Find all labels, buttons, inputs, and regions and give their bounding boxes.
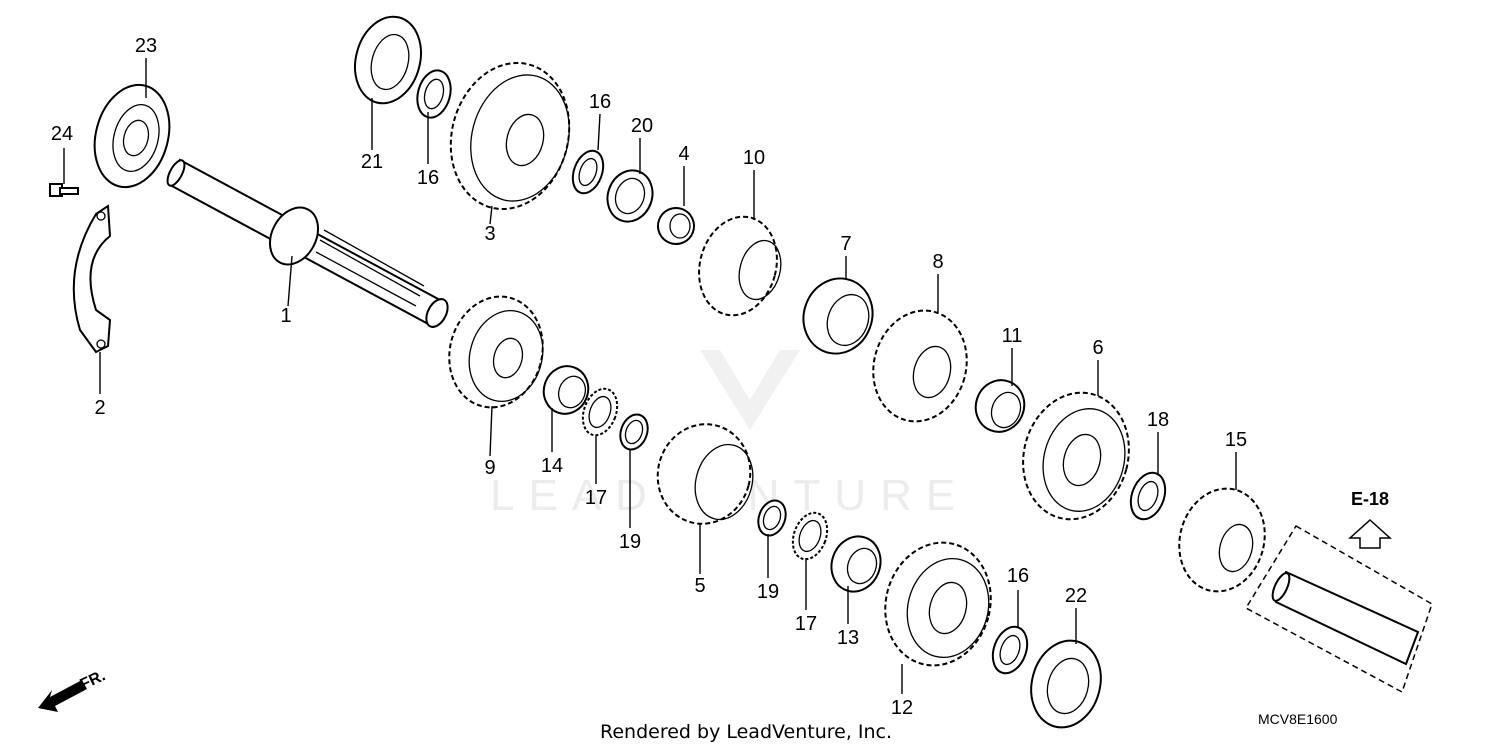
part-10-gear — [698, 215, 782, 317]
part-20-needle-bearing — [606, 169, 654, 223]
part-8-gear — [872, 309, 968, 423]
callout-16-middle: 16 — [589, 91, 611, 113]
part-18-washer — [1129, 471, 1167, 521]
callout-19-upper: 19 — [619, 531, 641, 553]
callout-5: 5 — [694, 575, 705, 597]
part-24-bolt — [49, 183, 79, 197]
callout-18: 18 — [1147, 409, 1169, 431]
callout-labels: 23 24 2 1 21 16 3 16 20 4 10 7 8 11 6 18… — [51, 35, 1247, 719]
part-15-gear — [1178, 487, 1266, 593]
credit-text: Rendered by LeadVenture, Inc. — [600, 721, 892, 743]
callout-12: 12 — [891, 697, 913, 719]
part-1-mainshaft — [166, 158, 449, 328]
callout-24: 24 — [51, 123, 73, 145]
part-3-gear — [449, 61, 571, 211]
part-13-bushing — [830, 535, 882, 593]
callout-20: 20 — [631, 115, 653, 137]
part-14-bushing — [542, 365, 590, 415]
diagram-code: MCV8E1600 — [1258, 711, 1338, 727]
callout-1: 1 — [280, 305, 291, 327]
part-21-bearing — [354, 15, 422, 105]
part-16-washer-upper — [416, 69, 452, 119]
front-direction-arrow — [38, 680, 87, 712]
callout-10: 10 — [743, 147, 765, 169]
part-7-needle-bearing — [802, 277, 874, 355]
part-19-circlip-lower — [757, 499, 787, 537]
callout-17-upper: 17 — [585, 487, 607, 509]
part-11-bushing — [974, 379, 1026, 433]
reference-shaft-box — [1244, 524, 1433, 694]
callout-6: 6 — [1092, 337, 1103, 359]
callout-17-lower: 17 — [795, 613, 817, 635]
part-9-gear — [448, 295, 544, 409]
part-19-circlip-upper — [619, 413, 649, 451]
callout-13: 13 — [837, 627, 859, 649]
callout-15: 15 — [1225, 429, 1247, 451]
part-23-bearing — [93, 83, 171, 189]
reference-arrow-up — [1348, 518, 1392, 549]
callout-2: 2 — [94, 397, 105, 419]
callout-8: 8 — [932, 251, 943, 273]
part-22-bearing — [1030, 639, 1102, 729]
callout-7: 7 — [840, 233, 851, 255]
part-17-washer-upper — [581, 387, 619, 437]
callout-4: 4 — [678, 143, 689, 165]
reference-label-e18: E-18 — [1351, 489, 1389, 509]
callout-21: 21 — [361, 151, 383, 173]
callout-3: 3 — [484, 223, 495, 245]
callout-22: 22 — [1065, 585, 1087, 607]
callout-9: 9 — [484, 457, 495, 479]
part-2-plate — [72, 204, 112, 354]
part-16-washer-lower — [991, 625, 1029, 675]
part-17-washer-lower — [791, 511, 829, 561]
callout-23: 23 — [135, 35, 157, 57]
watermark-logo — [700, 350, 800, 430]
part-5-gear — [656, 423, 754, 525]
leader-lines — [63, 58, 1237, 694]
callout-16-upper: 16 — [417, 167, 439, 189]
callout-14: 14 — [541, 455, 563, 477]
part-16-washer-middle — [571, 149, 605, 195]
callout-16-lower: 16 — [1007, 565, 1029, 587]
front-direction-label: FR. — [78, 667, 109, 693]
part-4-bushing — [657, 207, 695, 245]
callout-11: 11 — [1002, 325, 1023, 347]
callout-19-lower: 19 — [757, 581, 779, 603]
part-12-gear — [884, 541, 992, 667]
part-6-gear — [1022, 391, 1130, 521]
